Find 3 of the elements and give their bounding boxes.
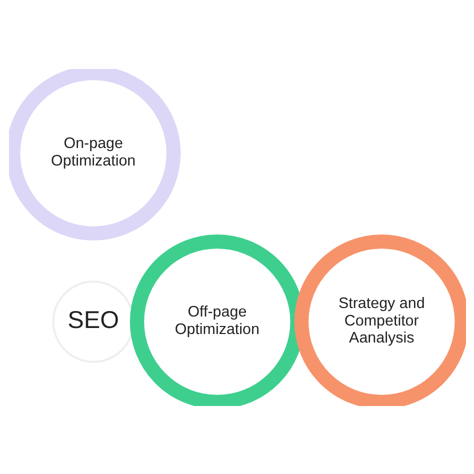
node-circle: On-page Optimization: [8, 68, 180, 240]
node-circle: Strategy and Competitor Aanalysis: [294, 234, 466, 406]
node-circle: SEO: [52, 280, 134, 362]
